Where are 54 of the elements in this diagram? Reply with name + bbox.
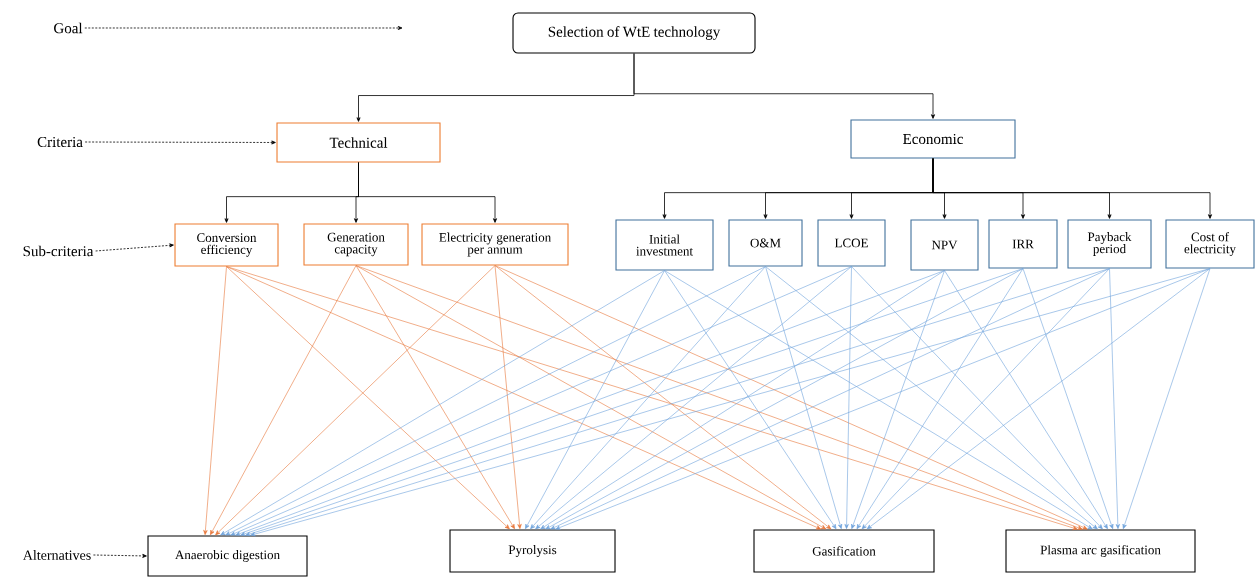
sub-criterion-box: Conversion efficiency bbox=[174, 223, 279, 267]
sub-criterion-box: NPV bbox=[910, 219, 979, 271]
level-label: Alternatives bbox=[22, 550, 91, 560]
arrow bbox=[355, 265, 515, 530]
level-arrow bbox=[95, 243, 174, 252]
arrow bbox=[856, 268, 1024, 530]
criterion-box: Technical bbox=[276, 122, 441, 163]
arrow bbox=[355, 265, 827, 530]
alternative-box: Plasma arc gasification bbox=[1005, 529, 1196, 573]
arrow bbox=[525, 270, 665, 530]
arrow bbox=[765, 266, 843, 529]
level-label: Criteria bbox=[37, 136, 83, 148]
level-arrow bbox=[84, 140, 276, 145]
arrow bbox=[944, 270, 1108, 530]
level-label: Sub-criteria bbox=[23, 245, 94, 257]
arrow bbox=[555, 268, 1211, 530]
connector-arrow bbox=[633, 53, 935, 119]
alternative-box: Gasification bbox=[753, 529, 935, 573]
arrow bbox=[1022, 268, 1114, 529]
arrow bbox=[494, 265, 522, 529]
arrow bbox=[210, 265, 357, 536]
sub-criterion-box: Electricity generation per annum bbox=[421, 223, 569, 266]
arrow bbox=[664, 270, 1093, 530]
sub-criterion-box: O&M bbox=[728, 219, 803, 267]
arrow bbox=[664, 270, 837, 530]
arrow bbox=[545, 268, 1024, 530]
sub-criterion-box: Generation capacity bbox=[303, 223, 409, 266]
arrow bbox=[765, 266, 1098, 530]
arrow bbox=[844, 266, 852, 529]
criterion-box: Economic bbox=[850, 119, 1016, 159]
arrow bbox=[203, 266, 227, 535]
arrow bbox=[1109, 268, 1120, 529]
arrow bbox=[1122, 268, 1211, 529]
alternative-box: Pyrolysis bbox=[449, 529, 616, 573]
connector-arrow bbox=[932, 158, 1212, 219]
level-arrow bbox=[93, 553, 147, 558]
arrow bbox=[530, 266, 766, 530]
sub-criterion-box: Cost of electricity bbox=[1165, 219, 1255, 269]
connector-arrow bbox=[358, 162, 497, 223]
sub-criterion-box: Initial investment bbox=[615, 219, 714, 271]
arrow bbox=[866, 268, 1211, 530]
arrow bbox=[355, 265, 1083, 530]
level-arrow bbox=[84, 26, 403, 30]
arrow bbox=[851, 270, 945, 529]
arrow bbox=[494, 265, 832, 530]
arrow bbox=[220, 270, 665, 536]
sub-criterion-box: LCOE bbox=[817, 219, 886, 267]
sub-criterion-box: IRR bbox=[988, 219, 1058, 269]
sub-criterion-box: Payback period bbox=[1067, 219, 1152, 269]
arrow bbox=[535, 266, 852, 530]
arrow bbox=[540, 270, 945, 530]
level-label: Goal bbox=[54, 22, 83, 34]
alternative-box: Anaerobic digestion bbox=[147, 535, 308, 577]
goal-box: Selection of WtE technology bbox=[512, 12, 756, 54]
